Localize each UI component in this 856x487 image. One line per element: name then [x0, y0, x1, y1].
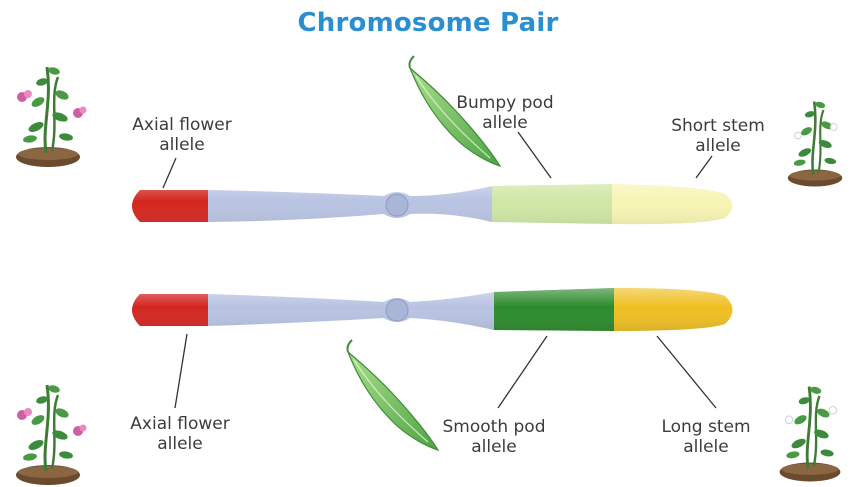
- top-chromosome: [110, 170, 752, 240]
- top-centromere: [386, 194, 408, 216]
- leader-line: [175, 334, 187, 408]
- smooth-pea-pod-icon: [347, 340, 438, 450]
- leader-line: [518, 132, 551, 178]
- pea-plant-icon: [16, 66, 87, 167]
- bottom-axial-flower-label: Axial flower allele: [116, 414, 244, 454]
- pea-plant-icon: [780, 386, 841, 482]
- pea-plant-icon: [16, 384, 87, 485]
- diagram-title: Chromosome Pair: [0, 8, 856, 38]
- short-stem-label: Short stem allele: [656, 116, 780, 156]
- top-axial-flower-label: Axial flower allele: [118, 115, 246, 155]
- bottom-chromosome: [110, 280, 754, 340]
- long-stem-label: Long stem allele: [649, 417, 763, 457]
- bottom-centromere: [386, 299, 408, 321]
- leader-line: [498, 336, 547, 408]
- bumpy-pod-label: Bumpy pod allele: [450, 93, 560, 133]
- leader-line: [163, 158, 176, 188]
- smooth-pod-label: Smooth pod allele: [432, 417, 556, 457]
- leader-line: [657, 336, 716, 408]
- pea-plant-icon: [788, 101, 842, 187]
- leader-line: [696, 156, 712, 178]
